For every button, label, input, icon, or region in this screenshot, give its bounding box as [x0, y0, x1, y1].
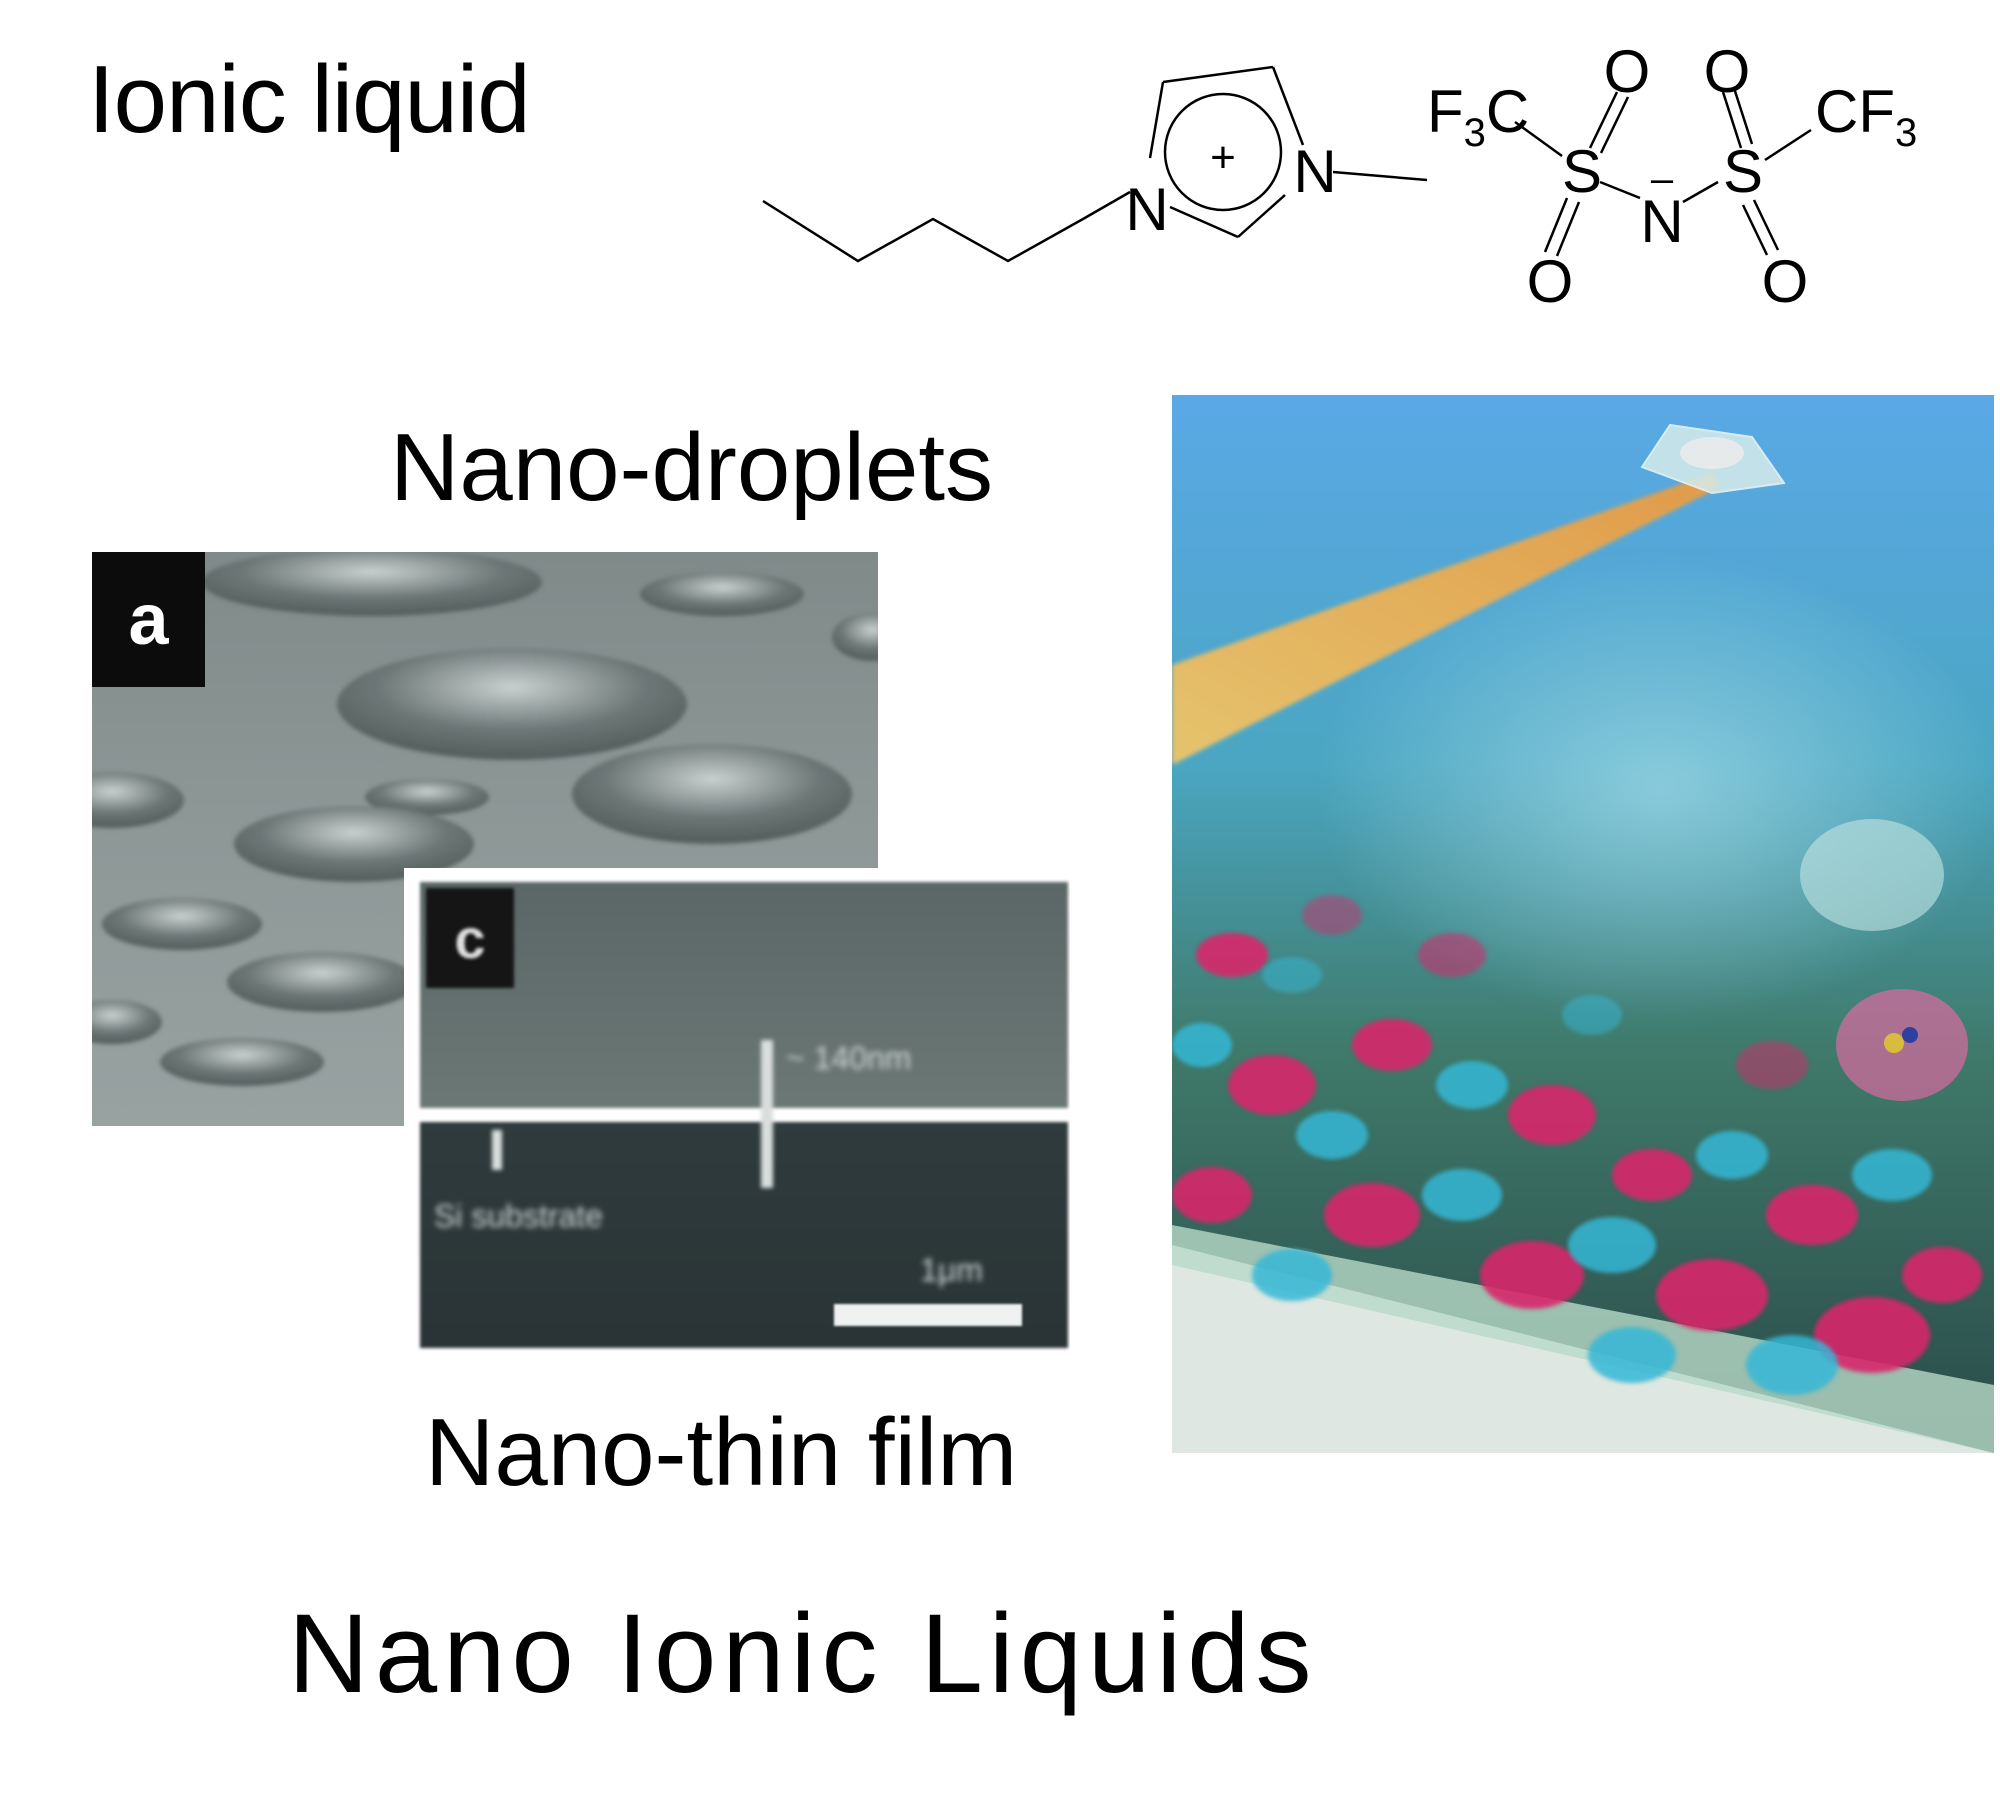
anion-nitrogen: N [1640, 188, 1683, 255]
aromatic-ring-circle [1163, 92, 1283, 212]
oxygen-top-right: O [1704, 38, 1751, 105]
nano-thin-film-label: Nano-thin film [425, 1399, 1018, 1506]
scale-bar [834, 1304, 1022, 1326]
laser-beam [1172, 473, 1720, 765]
scale-annotation: 1μm [920, 1252, 983, 1288]
thickness-marker [761, 1040, 773, 1188]
nano-droplets-label: Nano-droplets [390, 414, 993, 521]
substrate-annotation: Si substrate [434, 1198, 603, 1234]
nitrogen-right: N [1293, 138, 1336, 205]
cation-clusters [1172, 895, 1982, 1373]
sulfur-right: S [1723, 138, 1763, 205]
nano-thin-film-sem-image: c ~ 140nm Si substrate 1μm [404, 868, 1070, 1366]
butyl-chain [762, 199, 1084, 263]
anion-clusters [1172, 957, 1932, 1395]
nano-ionic-liquids-title: Nano Ionic Liquids [288, 1591, 1318, 1716]
oxygen-bottom-right: O [1762, 248, 1809, 315]
highlighted-ion-pair [1800, 819, 1968, 1101]
molecular-illustration [1172, 395, 1994, 1453]
thickness-annotation: ~ 140nm [786, 1040, 912, 1076]
f3c-group: F3C [1427, 78, 1529, 155]
panel-tag-c: c [426, 888, 514, 988]
nitrogen-left: N [1125, 176, 1168, 243]
probe-tip [1640, 423, 1786, 495]
cation-charge: + [1210, 133, 1236, 182]
film-layer [420, 882, 1068, 1108]
droplet-ellipses [92, 552, 878, 1086]
substrate-marker [492, 1130, 502, 1170]
oxygen-top-left: O [1604, 38, 1651, 105]
anion-charge: – [1651, 157, 1674, 201]
panel-tag-a: a [92, 552, 205, 687]
cf3-group: CF3 [1815, 78, 1917, 155]
ionic-liquid-title: Ionic liquid [88, 46, 531, 153]
ionic-liquid-structure: + N N F3C S O O O O N – S CF3 [762, 38, 1917, 315]
oxygen-bottom-left: O [1527, 248, 1574, 315]
sulfur-left: S [1562, 138, 1602, 205]
